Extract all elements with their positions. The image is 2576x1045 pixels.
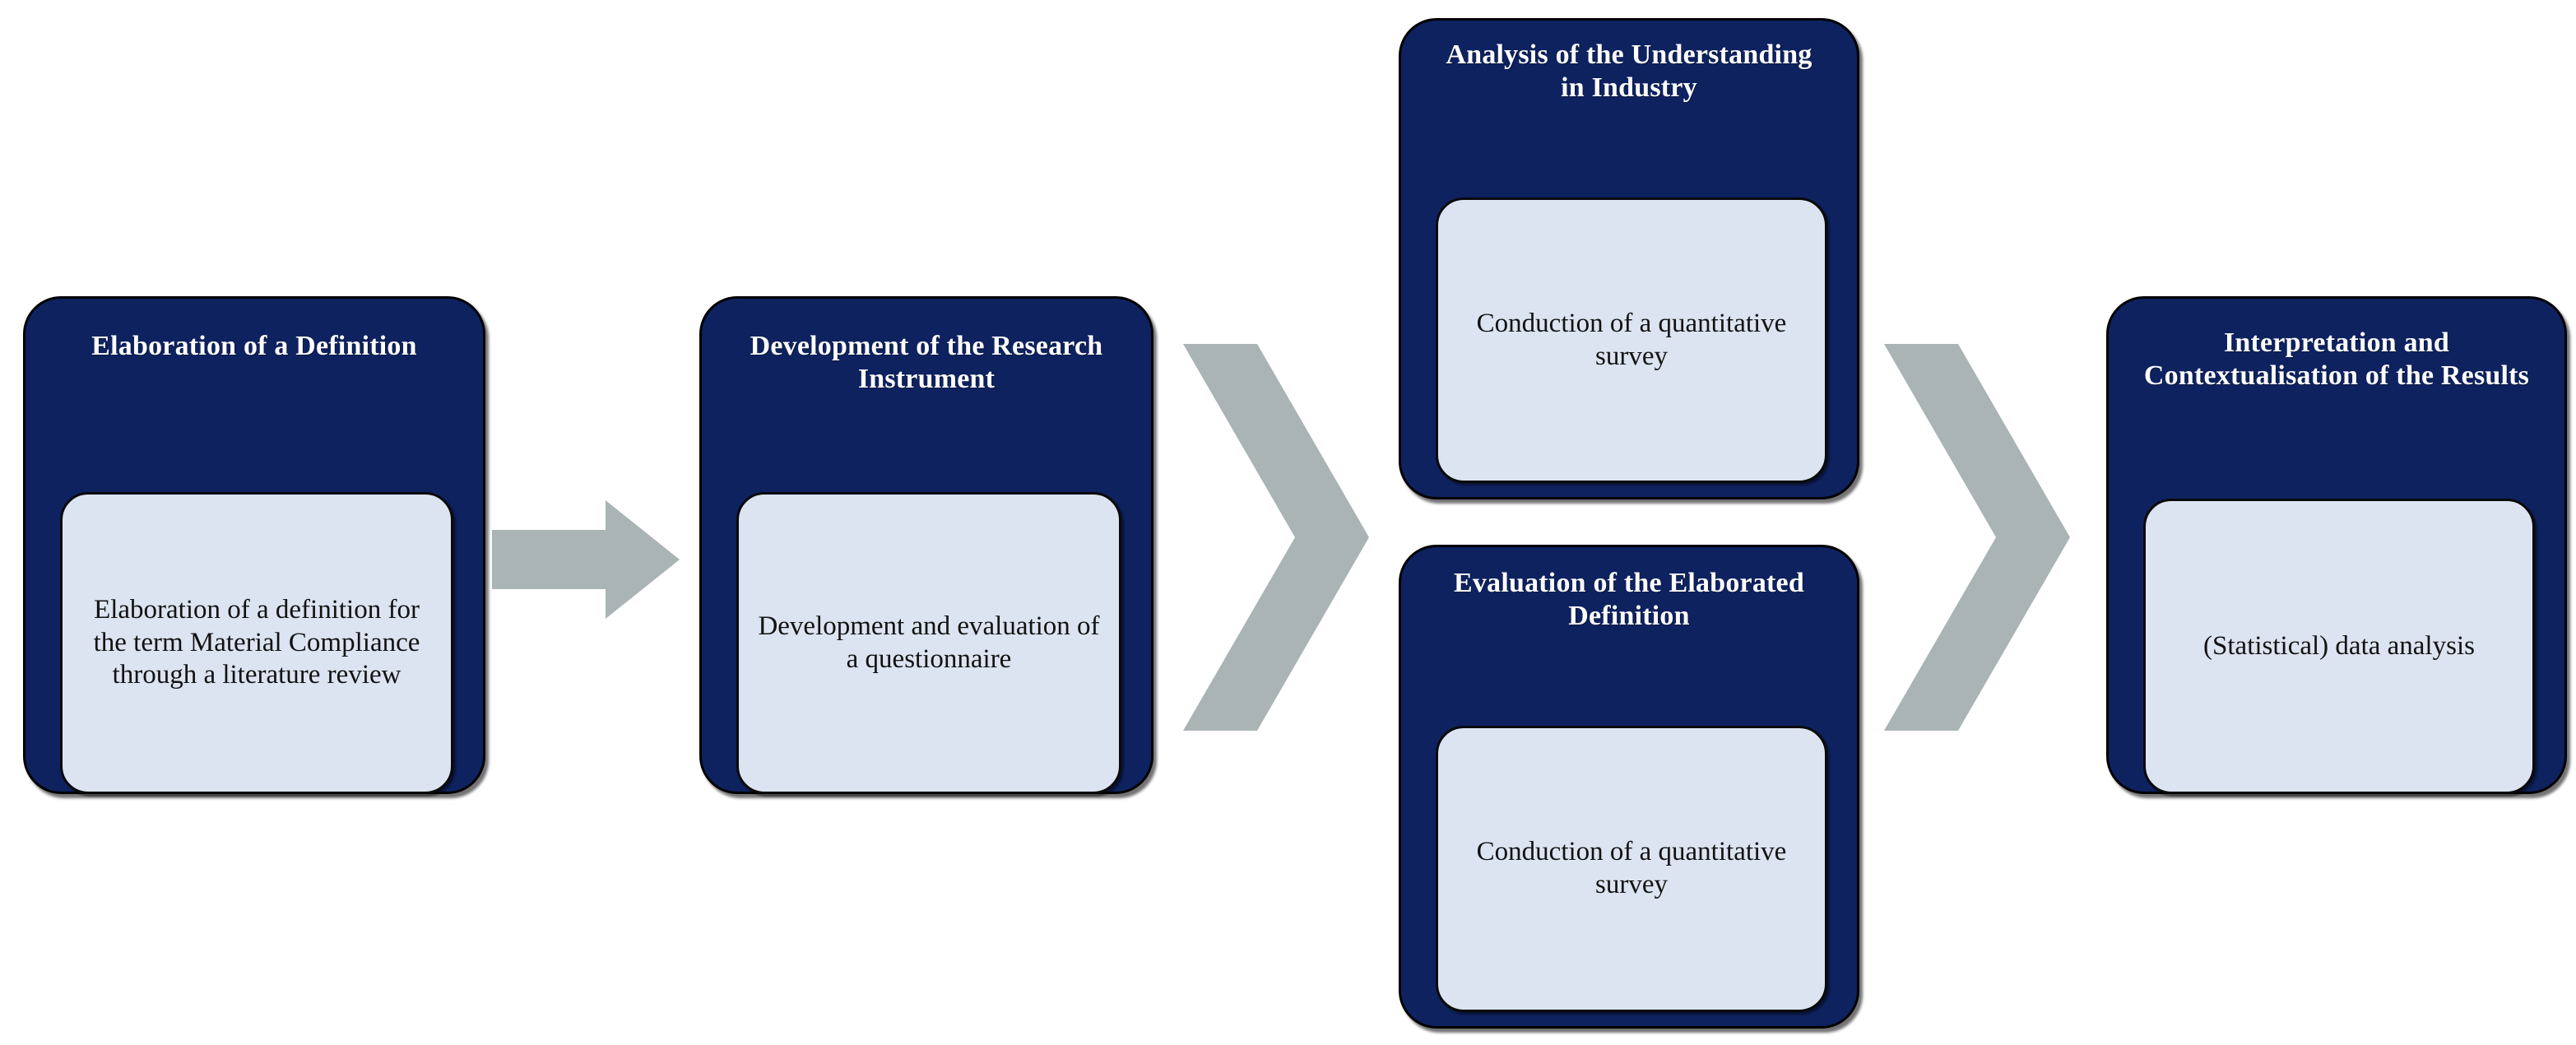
stage-title: Evaluation of the Elaborated Definition — [1454, 568, 1804, 631]
stage-box-evaluation-of-the-elaborated-definition[interactable]: Evaluation of the Elaborated Definition … — [1399, 545, 1859, 1029]
stage-substep: Conduction of a quantitative survey — [1436, 197, 1827, 483]
stage-box-elaboration-of-a-definition[interactable]: Elaboration of a Definition Elaboration … — [23, 296, 485, 794]
stage-box-interpretation-and-contextualisation-of-the-results[interactable]: Interpretation and Contextualisation of … — [2106, 296, 2567, 794]
stage-title: Development of the Research Instrument — [750, 331, 1103, 394]
stage-title: Interpretation and Contextualisation of … — [2143, 327, 2530, 391]
chevron-right-icon — [1172, 344, 1369, 731]
stage-box-analysis-of-the-understanding-in-industry[interactable]: Analysis of the Understanding in Industr… — [1399, 18, 1859, 499]
stage-substep: (Statistical) data analysis — [2143, 499, 2535, 794]
right-arrow-icon — [492, 494, 680, 625]
stage-box-development-of-the-research-instrument[interactable]: Development of the Research Instrument D… — [699, 296, 1153, 794]
stage-substep: Development and evaluation of a question… — [736, 492, 1121, 794]
stage-title: Elaboration of a Definition — [91, 331, 417, 361]
stage-substep: Elaboration of a definition for the term… — [60, 492, 453, 794]
stage-title: Analysis of the Understanding in Industr… — [1446, 39, 1812, 103]
chevron-right-icon — [1873, 344, 2070, 731]
stage-substep: Conduction of a quantitative survey — [1436, 726, 1827, 1012]
